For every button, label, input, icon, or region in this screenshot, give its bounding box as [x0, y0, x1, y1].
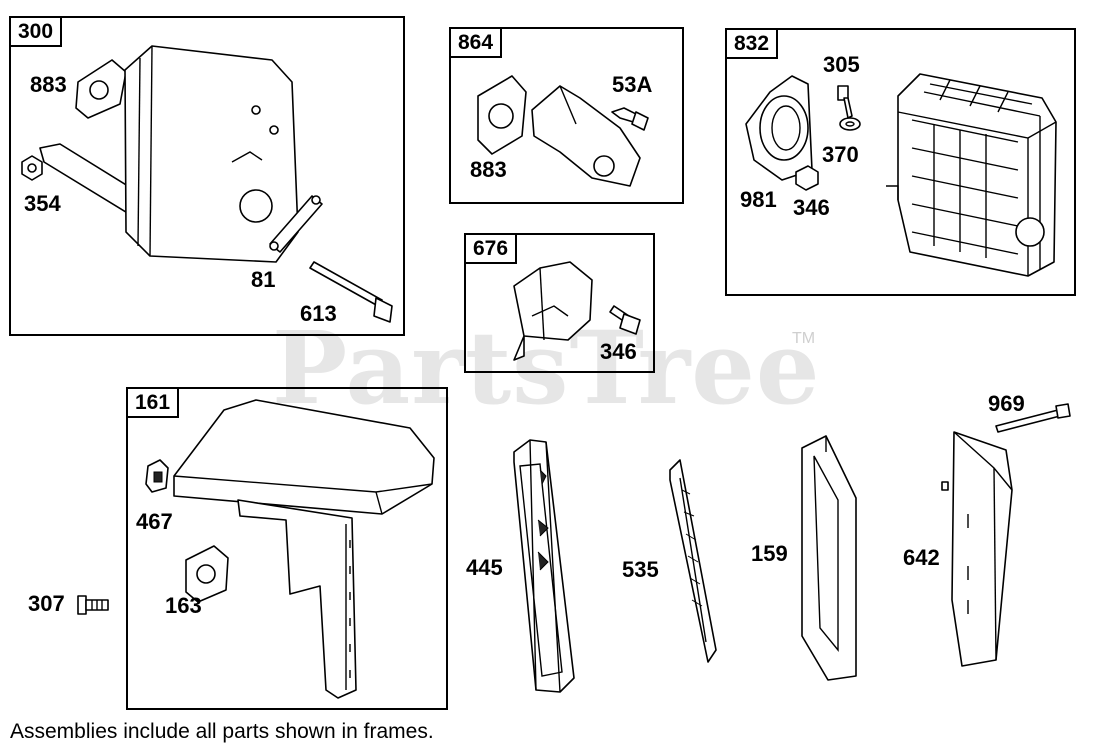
callout-969[interactable]: 969 — [988, 391, 1025, 416]
frame-676[interactable]: 676 — [464, 233, 655, 373]
frame-832[interactable]: 832 — [725, 28, 1076, 296]
callout-676-346[interactable]: 346 — [600, 339, 637, 364]
frame-label-832: 832 — [727, 30, 779, 59]
frame-label-300: 300 — [11, 18, 63, 47]
callout-159[interactable]: 159 — [751, 541, 788, 566]
watermark-trademark: TM — [792, 330, 816, 347]
deflector-676-drawing[interactable] — [513, 261, 641, 361]
callout-832-370[interactable]: 370 — [822, 142, 859, 167]
callout-832-305[interactable]: 305 — [823, 52, 860, 77]
frame-161[interactable]: 161 — [126, 387, 448, 710]
callout-300-81[interactable]: 81 — [251, 267, 276, 292]
callout-864-53a[interactable]: 53A — [612, 72, 653, 97]
callout-642[interactable]: 642 — [903, 545, 940, 570]
callout-307[interactable]: 307 — [28, 591, 65, 616]
frame-label-676: 676 — [466, 235, 518, 264]
callout-161-163[interactable]: 163 — [165, 593, 202, 618]
callout-161-467[interactable]: 467 — [136, 509, 173, 534]
callout-300-883[interactable]: 883 — [30, 72, 67, 97]
frame-300[interactable]: 300 — [9, 16, 405, 336]
callout-300-354[interactable]: 354 — [24, 191, 61, 216]
callout-832-346[interactable]: 346 — [793, 195, 830, 220]
precleaner-535-drawing[interactable] — [669, 459, 717, 663]
callout-445[interactable]: 445 — [466, 555, 503, 580]
housing-642-drawing[interactable] — [941, 403, 1071, 667]
exhaust-tube-864-drawing[interactable] — [477, 75, 649, 187]
assembly-footnote: Assemblies include all parts shown in fr… — [10, 720, 434, 743]
cover-159-drawing[interactable] — [801, 435, 857, 681]
bolt-307-drawing[interactable] — [77, 595, 109, 615]
frame-label-161: 161 — [128, 389, 180, 418]
filter-445-drawing[interactable] — [513, 439, 575, 693]
callout-300-613[interactable]: 613 — [300, 301, 337, 326]
callout-832-981[interactable]: 981 — [740, 187, 777, 212]
callout-535[interactable]: 535 — [622, 557, 659, 582]
callout-864-883[interactable]: 883 — [470, 157, 507, 182]
frame-864[interactable]: 864 — [449, 27, 684, 204]
muffler-300-drawing[interactable] — [21, 45, 393, 323]
frame-label-864: 864 — [451, 29, 503, 58]
guard-161-drawing[interactable] — [145, 399, 435, 699]
screen-832-drawing[interactable] — [745, 73, 1057, 277]
